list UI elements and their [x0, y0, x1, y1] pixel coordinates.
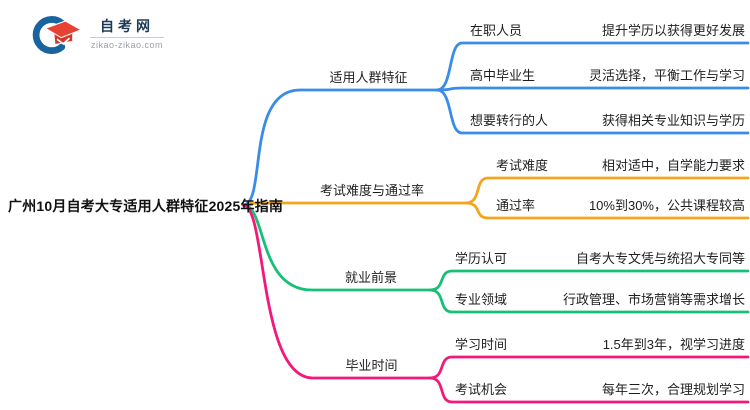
leaf-connector-line — [428, 288, 750, 314]
leaf-connector-line — [435, 41, 750, 92]
leaf-label: 高中毕业生 — [470, 68, 536, 83]
leaf-label: 通过率 — [496, 198, 536, 213]
leaf-label: 考试难度 — [496, 158, 549, 173]
leaf-value: 提升学历以获得更好发展 — [601, 23, 745, 38]
leaf-value: 每年三次，合理规划学习 — [601, 382, 745, 397]
leaf-value: 行政管理、市场营销等需求增长 — [562, 292, 745, 307]
leaf-connector-line — [428, 376, 750, 404]
leaf-label: 学习时间 — [455, 337, 508, 352]
mindmap-root-topic: 广州10月自考大专适用人群特征2025年指南 — [8, 198, 284, 214]
branch-connector-line — [241, 203, 432, 292]
leaf-label: 学历认可 — [455, 251, 508, 266]
branch-label: 就业前景 — [344, 270, 397, 285]
site-url: zikao-zikao.com — [90, 40, 164, 50]
leaf-value: 相对适中，自学能力要求 — [601, 158, 745, 173]
branch-connector-line — [241, 203, 432, 380]
leaf-connector-line — [428, 269, 750, 292]
leaf-value: 获得相关专业知识与学历 — [601, 113, 745, 128]
branch-label: 适用人群特征 — [329, 70, 408, 85]
leaf-label: 在职人员 — [470, 23, 523, 38]
branch-label: 毕业时间 — [345, 358, 398, 373]
leaf-value: 灵活选择，平衡工作与学习 — [588, 68, 745, 83]
leaf-label: 专业领域 — [455, 292, 508, 307]
site-name: 自考网 — [100, 18, 154, 34]
leaf-connector-line — [435, 88, 750, 135]
graduation-cap-logo-icon — [32, 16, 82, 54]
leaf-connector-line — [464, 201, 750, 220]
branch-connector-line — [241, 88, 439, 207]
leaf-value: 自考大专文凭与统招大专同等 — [575, 251, 745, 266]
branch-label: 考试难度与通过率 — [319, 183, 424, 198]
leaf-value: 10%到30%，公共课程较高 — [588, 198, 745, 213]
logo-divider — [90, 37, 164, 38]
leaf-connector-line — [428, 355, 750, 380]
leaf-connector-line — [435, 86, 750, 92]
branch-connector-line — [241, 201, 468, 207]
leaf-value: 1.5年到3年，视学习进度 — [602, 337, 745, 352]
leaf-label: 考试机会 — [455, 382, 508, 397]
leaf-label: 想要转行的人 — [470, 113, 549, 128]
site-logo: 自考网 zikao-zikao.com — [30, 10, 164, 58]
